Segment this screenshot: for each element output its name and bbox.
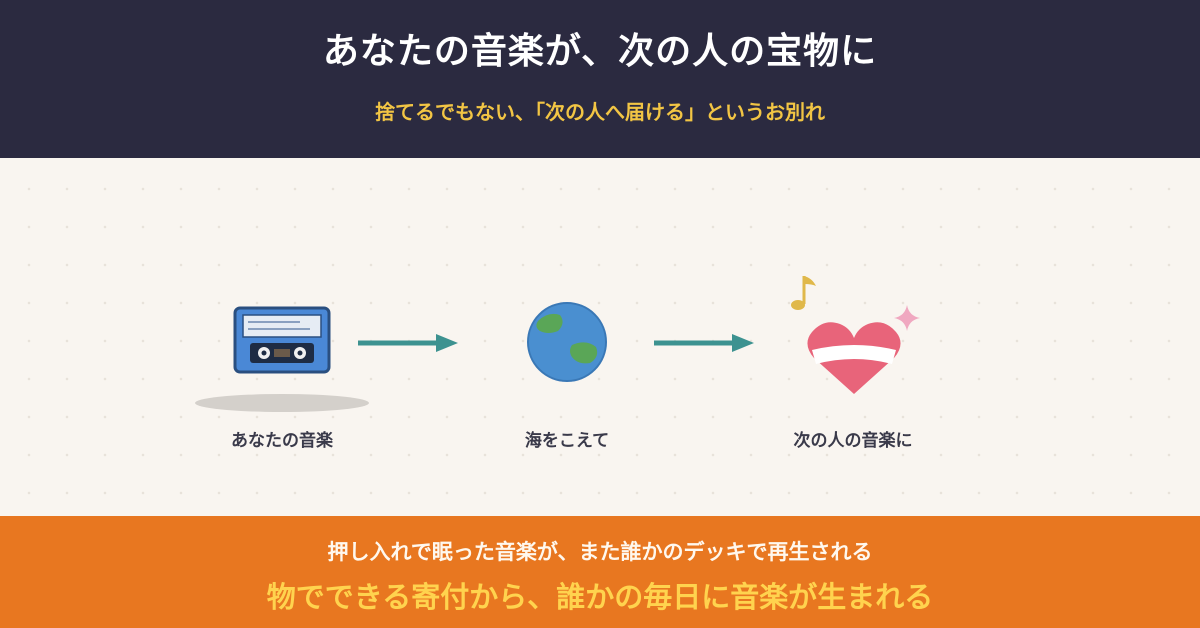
sparkle-icon — [894, 305, 920, 331]
arrow-right-icon — [654, 334, 754, 352]
globe-icon — [527, 302, 607, 382]
arrow-right-icon — [358, 334, 458, 352]
page-subtitle: 捨てるでもない、「次の人へ届ける」というお別れ — [375, 100, 825, 124]
footer-banner: 押し入れで眠った音楽が、また誰かのデッキで再生される 物でできる寄付から、誰かの… — [0, 516, 1200, 628]
footer-tagline: 物でできる寄付から、誰かの毎日に音楽が生まれる — [266, 580, 934, 614]
cassette-tape-icon — [195, 306, 369, 412]
footer-message: 押し入れで眠った音楽が、また誰かのデッキで再生される — [327, 540, 873, 564]
flow-section: あなたの音楽 海をこえて 次の人の音楽に — [0, 158, 1200, 516]
cassette-label — [242, 314, 322, 338]
music-note-icon — [791, 276, 816, 310]
heart-ribbon — [812, 345, 896, 364]
globe-continent-2 — [570, 342, 598, 364]
page-title: あなたの音楽が、次の人の宝物に — [322, 31, 878, 72]
header-banner: あなたの音楽が、次の人の宝物に 捨てるでもない、「次の人へ届ける」というお別れ — [0, 0, 1200, 158]
stage-label-across-sea: 海をこえて — [524, 431, 610, 451]
cassette-shadow — [195, 394, 369, 412]
stage-label-your-music: あなたの音楽 — [231, 431, 333, 451]
globe-continent-1 — [536, 313, 563, 333]
stage-label-next-person: 次の人の音楽に — [793, 431, 913, 451]
heart-icon — [807, 322, 901, 394]
